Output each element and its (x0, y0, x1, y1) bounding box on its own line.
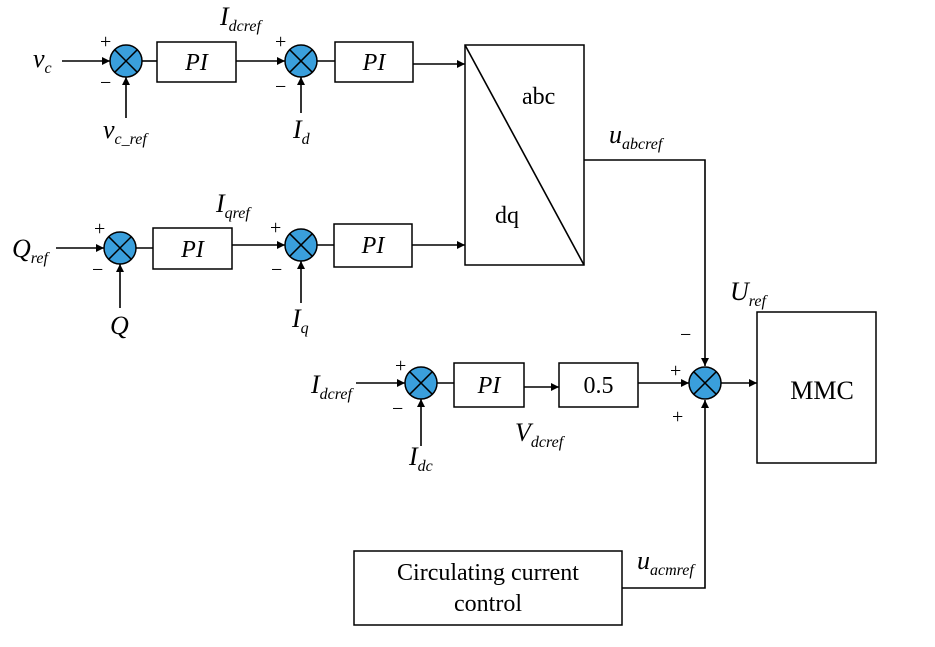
gain-block-label: 0.5 (584, 373, 614, 399)
pi-block-2-label: PI (362, 50, 387, 76)
pi-block-5 (453, 362, 525, 408)
pi-block-1 (156, 41, 237, 83)
sign-plus-sj4: + (270, 217, 281, 239)
sign-minus-sj6-top: − (680, 324, 691, 346)
sign-minus-sj1: − (100, 72, 111, 94)
ccc-block-label-line1: Circulating current (397, 560, 579, 586)
wire-uacmref (622, 400, 709, 589)
label-idc: Idc (408, 442, 433, 475)
sign-plus-sj6-left: + (670, 360, 681, 382)
sign-minus-sj2: − (275, 76, 286, 98)
pi-block-4-label: PI (361, 233, 386, 259)
wire-uabcref (584, 159, 709, 366)
pi-block-4 (333, 223, 413, 268)
summing-junction-5 (404, 366, 438, 400)
pi-block-3 (152, 227, 233, 270)
sign-minus-sj3: − (92, 259, 103, 281)
label-uacmref: uacmref (637, 546, 696, 579)
mmc-block-label: MMC (790, 376, 854, 405)
sign-plus-sj5: + (395, 355, 406, 377)
sign-plus-sj2: + (275, 31, 286, 53)
label-qref: Qref (12, 234, 51, 267)
label-uabcref: uabcref (609, 120, 665, 153)
sign-minus-sj5: − (392, 398, 403, 420)
transform-diagonal (464, 44, 585, 266)
label-idcref-top: Idcref (219, 2, 264, 35)
label-vc: vc (33, 44, 52, 77)
ccc-block-label-line2: control (454, 591, 522, 617)
pi-block-3-label: PI (180, 237, 205, 263)
pi-block-1-label: PI (184, 50, 209, 76)
pi-block-5-label: PI (477, 373, 502, 399)
pi-block-2 (334, 41, 414, 83)
sign-minus-sj4: − (271, 259, 282, 281)
summing-junction-6 (688, 366, 722, 400)
label-id: Id (292, 115, 311, 148)
sign-plus-sj1: + (100, 31, 111, 53)
summing-junction-2 (284, 44, 318, 78)
label-iq: Iq (291, 304, 309, 337)
label-vc-ref: vc_ref (103, 115, 149, 148)
label-q: Q (110, 311, 129, 340)
sign-plus-sj6-bottom: + (672, 406, 683, 428)
label-iqref: Iqref (215, 189, 252, 222)
summing-junction-4 (284, 228, 318, 262)
transform-dq-label: dq (495, 203, 519, 229)
label-uref: Uref (730, 277, 769, 310)
sign-plus-sj3: + (94, 218, 105, 240)
gain-block (558, 362, 639, 408)
summing-junction-3 (103, 231, 137, 265)
label-vdcref: Vdcref (515, 418, 566, 451)
summing-junction-1 (109, 44, 143, 78)
label-idcref-mid: Idcref (310, 370, 355, 403)
transform-abc-label: abc (522, 84, 555, 110)
circulating-current-control-block (353, 550, 623, 626)
mmc-block (756, 311, 877, 464)
